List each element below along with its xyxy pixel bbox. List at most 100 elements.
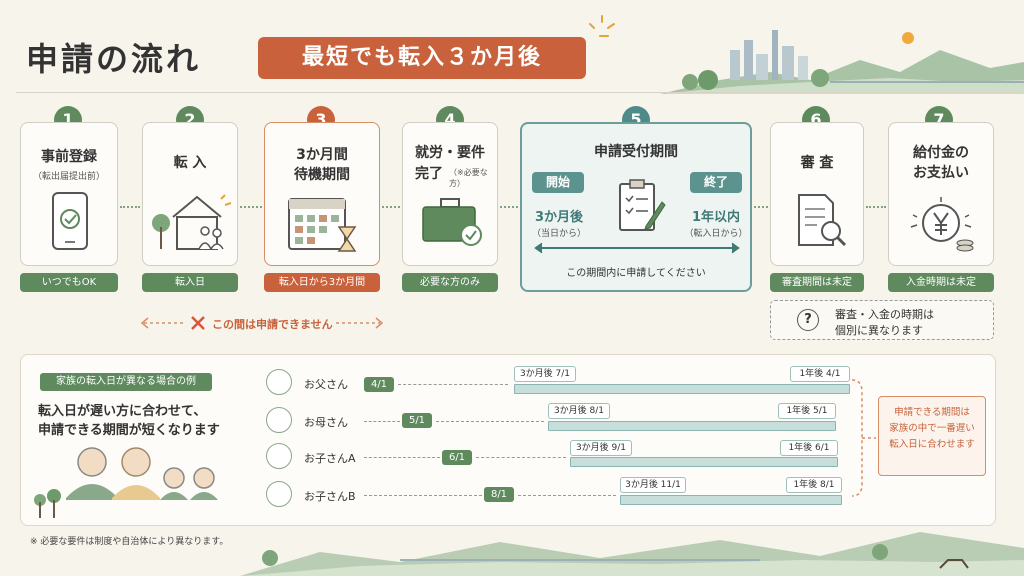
flow-arrow <box>240 206 262 208</box>
document-magnifier-icon <box>798 194 847 247</box>
summary-note-line2: 家族の中で一番遅い <box>889 423 975 434</box>
row-wait-line <box>476 457 566 458</box>
footnote: ※ 必要な要件は制度や自治体により異なります。 <box>30 537 229 547</box>
step-1-pill: いつでもOK <box>20 273 118 292</box>
row-wait-line <box>518 495 616 496</box>
summary-note: 申請できる期間は 家族の中で一番遅い 転入日に合わせます <box>878 396 986 476</box>
question-icon: ? <box>797 309 819 331</box>
avatar <box>266 443 292 469</box>
row-wait-line <box>436 421 544 422</box>
timing-info-line1: 審査・入金の時期は <box>835 308 934 321</box>
step-4-sub: （※必要な方） <box>449 168 488 188</box>
cannot-apply-arrow <box>140 317 384 329</box>
step-1-sub: （転出届提出前） <box>32 172 105 182</box>
step-2-title: 転 入 <box>173 155 207 171</box>
step-7-title-line1: 給付金の <box>913 145 969 161</box>
summary-note-line1: 申請できる期間は <box>894 407 970 418</box>
house-family-icon <box>152 194 232 250</box>
step-3-title-line1: 3か月間 <box>296 147 348 163</box>
step-5-start-tag: 開始 <box>532 172 584 193</box>
row-name: お子さんB <box>304 490 356 503</box>
step-5-note: この期間内に申請してください <box>566 268 706 279</box>
step-2-card: 転 入 <box>142 122 238 266</box>
flow-arrow <box>120 206 140 208</box>
flow-arrow <box>754 206 768 208</box>
step-1-card: 事前登録 （転出届提出前） <box>20 122 118 266</box>
step-5-end-tag: 終了 <box>690 172 742 193</box>
clipboard-pen-icon <box>619 179 666 231</box>
example-heading-line2: 申請できる期間が短くなります <box>38 423 220 438</box>
row-period-bar <box>620 495 842 505</box>
row-period-bar <box>514 384 850 394</box>
step-5-title: 申請受付期間 <box>594 144 678 160</box>
row-end-label: 1年後 4/1 <box>790 366 850 382</box>
step-5-start-value: 3か月後 <box>534 210 584 225</box>
step-5-end-sub: （転入日から） <box>684 229 748 239</box>
step-4-card: 就労・要件 完了 （※必要な方） <box>402 122 498 266</box>
row-period-bar <box>570 457 838 467</box>
step-3-title-line2: 待機期間 <box>294 167 350 183</box>
calendar-hourglass-icon <box>288 198 357 252</box>
row-wait-line <box>398 384 508 385</box>
row-end-label: 1年後 8/1 <box>786 477 842 493</box>
row-start-label: 3か月後 9/1 <box>570 440 632 456</box>
step-5-start-sub: （当日から） <box>531 229 586 239</box>
smartphone-icon <box>52 192 88 250</box>
flow-arrow <box>866 206 886 208</box>
row-period-bar <box>548 421 836 431</box>
landscape-illustration <box>660 30 1024 94</box>
sun-icon <box>902 32 914 44</box>
cross-icon <box>191 316 205 330</box>
summary-bracket <box>851 379 876 497</box>
row-end-label: 1年後 6/1 <box>780 440 838 456</box>
summary-note-line3: 転入日に合わせます <box>889 439 975 450</box>
row-before-line <box>364 457 440 458</box>
step-6-title: 審 査 <box>800 155 834 171</box>
row-name: お父さん <box>304 378 348 391</box>
header-divider <box>16 92 1016 93</box>
row-move-in-date: 4/1 <box>364 377 394 392</box>
step-6-card: 審 査 <box>770 122 864 266</box>
flow-arrow <box>500 206 518 208</box>
briefcase-icon <box>422 198 482 246</box>
timing-info-line2: 個別に異なります <box>835 324 923 337</box>
step-6-pill: 審査期間は未定 <box>770 273 864 292</box>
shortest-badge: 最短でも転入３か月後 <box>258 37 586 79</box>
period-double-arrow <box>534 242 740 254</box>
cannot-apply-text: この間は申請できません <box>212 318 333 331</box>
step-5-card: 申請受付期間 開始 3か月後 （当日から） 終了 1年以内 （転入日から） この… <box>520 122 752 292</box>
sparkle-icon <box>589 15 615 37</box>
step-2-pill: 転入日 <box>142 273 238 292</box>
row-start-label: 3か月後 11/1 <box>620 477 686 493</box>
row-move-in-date: 8/1 <box>484 487 514 502</box>
family-illustration <box>34 447 218 518</box>
example-heading-line1: 転入日が遅い方に合わせて、 <box>38 404 207 419</box>
yen-coin-icon <box>910 197 974 252</box>
step-3-card: 3か月間 待機期間 <box>264 122 380 266</box>
row-before-line <box>364 495 482 496</box>
timing-info-box: ? 審査・入金の時期は 個別に異なります <box>770 300 994 340</box>
step-4-pill: 必要な方のみ <box>402 273 498 292</box>
row-move-in-date: 5/1 <box>402 413 432 428</box>
row-move-in-date: 6/1 <box>442 450 472 465</box>
row-name: お母さん <box>304 416 348 429</box>
row-start-label: 3か月後 7/1 <box>514 366 576 382</box>
step-7-title-line2: お支払い <box>913 165 969 181</box>
flow-arrow <box>382 206 400 208</box>
row-end-label: 1年後 5/1 <box>778 403 836 419</box>
avatar <box>266 407 292 433</box>
step-7-pill: 入金時期は未定 <box>888 273 994 292</box>
row-name: お子さんA <box>304 452 356 465</box>
step-4-title-line1: 就労・要件 <box>415 145 485 161</box>
step-1-title: 事前登録 <box>41 149 97 165</box>
bottom-landscape-illustration <box>240 532 1024 576</box>
step-5-end-value: 1年以内 <box>691 210 741 225</box>
page-title: 申請の流れ <box>26 40 202 78</box>
row-start-label: 3か月後 8/1 <box>548 403 610 419</box>
step-4-title-line2: 完了 <box>415 166 443 182</box>
avatar <box>266 481 292 507</box>
step-3-pill: 転入日から3か月間 <box>264 273 380 292</box>
avatar <box>266 369 292 395</box>
step-7-card: 給付金の お支払い <box>888 122 994 266</box>
row-before-line <box>364 421 400 422</box>
